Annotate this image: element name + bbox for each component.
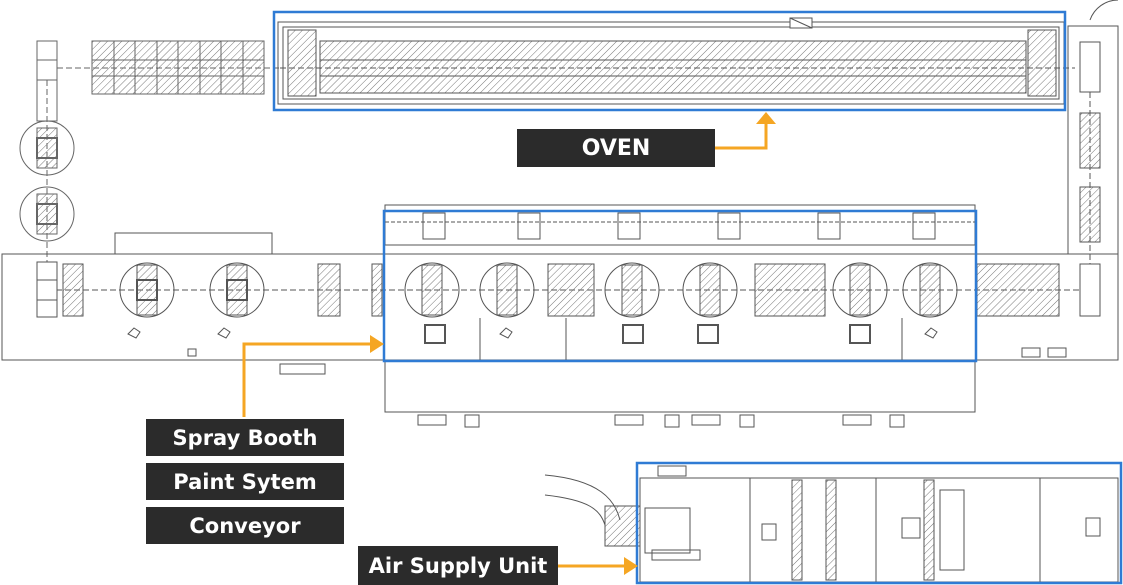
spray-booth-label: Spray Booth [146,419,344,456]
spray-booth-callout-arrow [242,342,372,417]
oven-highlight-box [272,10,1067,112]
spray-booth-internals [384,204,1101,360]
oven-callout-arrow [715,122,768,150]
air-supply-highlight-box [635,461,1123,585]
air-supply-unit [544,465,1119,583]
right-vertical-conveyor [1067,0,1119,290]
spray-booth-arrowhead [370,335,384,353]
oven-arrowhead [756,112,776,124]
air-supply-unit-label: Air Supply Unit [358,546,558,585]
conveyor-label: Conveyor [146,507,344,544]
callout-arrowheads [370,112,776,575]
air-supply-arrowhead [624,557,638,575]
oven-label: OVEN [517,129,715,167]
paint-system-label: Paint Sytem [146,463,344,500]
oven-structure [277,17,1075,105]
top-left-conveyor [57,40,280,95]
callout-arrows [242,122,768,568]
lower-corridor [279,347,1067,428]
main-floor [1,232,1119,361]
left-conveyor-column [19,40,75,262]
spray-booth-highlight-box [382,209,978,363]
